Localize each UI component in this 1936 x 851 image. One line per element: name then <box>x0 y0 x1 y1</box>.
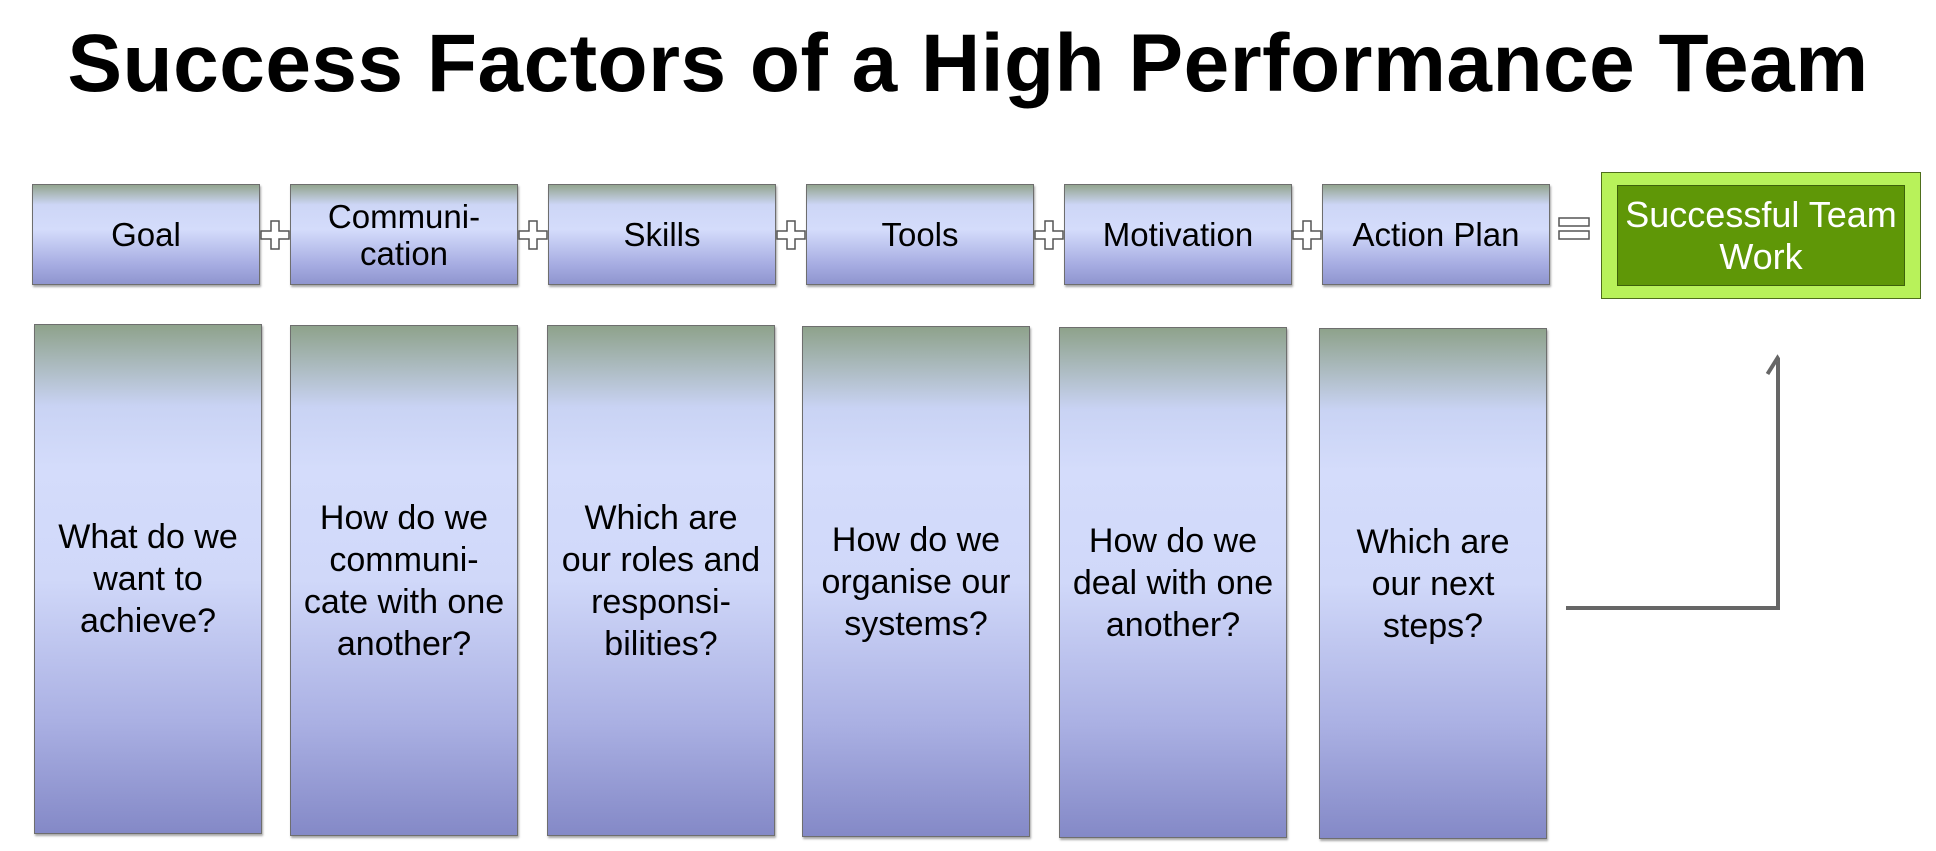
question-motivation-box: How do we deal with one another? <box>1059 327 1287 838</box>
plus-icon <box>1034 220 1064 250</box>
question-communication-box: How do we communi- cate with one another… <box>290 325 518 836</box>
plus-icon <box>260 220 290 250</box>
result-box: Successful Team Work <box>1617 185 1905 286</box>
question-skills-box: Which are our roles and responsi- biliti… <box>547 325 775 836</box>
equals-icon <box>1558 217 1590 240</box>
factor-skills-box: Skills <box>548 184 776 285</box>
factor-motivation-box: Motivation <box>1064 184 1292 285</box>
factor-tools-box: Tools <box>806 184 1034 285</box>
plus-icon <box>1292 220 1322 250</box>
page-title: Success Factors of a High Performance Te… <box>67 18 1869 109</box>
plus-icon <box>776 220 806 250</box>
question-goal-box: What do we want to achieve? <box>34 324 262 834</box>
question-action-plan-box: Which are our next steps? <box>1319 328 1547 839</box>
factor-goal-box: Goal <box>32 184 260 285</box>
factor-action-plan-box: Action Plan <box>1322 184 1550 285</box>
factor-communication-box: Communi- cation <box>290 184 518 285</box>
arrow-up-icon <box>1566 354 1780 610</box>
question-tools-box: How do we organise our systems? <box>802 326 1030 837</box>
plus-icon <box>518 220 548 250</box>
result-frame: Successful Team Work <box>1601 172 1921 299</box>
